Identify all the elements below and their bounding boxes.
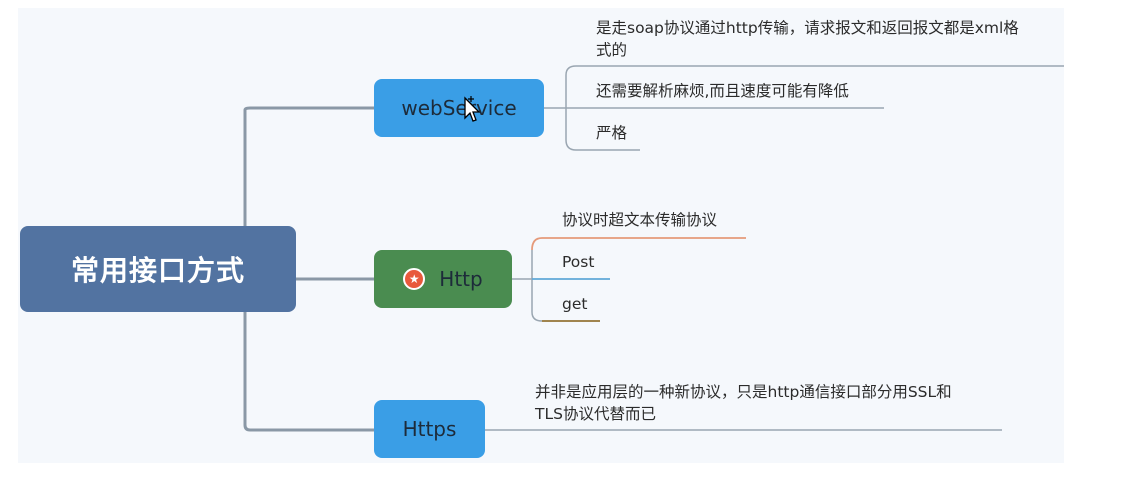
leaf-http-3[interactable]: get (562, 295, 588, 313)
connector-ws-leaves (544, 75, 640, 151)
root-label: 常用接口方式 (70, 254, 245, 287)
node-http-label: Http (439, 267, 483, 291)
underline-ws-1 (565, 65, 1064, 76)
node-webservice-label: webService (401, 96, 517, 120)
star-icon: ★ (403, 268, 426, 290)
leaf-ws-1[interactable]: 是走soap协议通过http传输，请求报文和返回报文都是xml格 式的 (596, 17, 1019, 61)
node-https[interactable]: Https (374, 400, 485, 458)
node-https-label: Https (402, 417, 457, 441)
connector-http-leaves (512, 250, 600, 322)
leaf-http-2[interactable]: Post (562, 253, 595, 271)
leaf-ws-3[interactable]: 严格 (596, 124, 628, 142)
root-node[interactable]: 常用接口方式 (20, 226, 296, 312)
move-cursor-icon (464, 96, 481, 122)
connector-trunk-lower (243, 312, 374, 432)
leaf-https-1[interactable]: 并非是应用层的一种新协议，只是http通信接口部分用SSL和 TLS协议代替而已 (535, 381, 952, 425)
leaf-http-1[interactable]: 协议时超文本传输协议 (562, 211, 718, 229)
leaf-ws-2[interactable]: 还需要解析麻烦,而且速度可能有降低 (596, 82, 849, 100)
leaf-ws-1-line-2: 式的 (596, 41, 628, 59)
connector-trunk (243, 106, 374, 226)
node-webservice[interactable]: webService (374, 79, 544, 137)
leaf-https-1-line-1: 并非是应用层的一种新协议，只是http通信接口部分用SSL和 (535, 383, 952, 401)
leaf-ws-1-line-1: 是走soap协议通过http传输，请求报文和返回报文都是xml格 (596, 19, 1019, 37)
node-http[interactable]: ★ Http (374, 250, 512, 308)
underline-http-1 (531, 237, 746, 251)
leaf-https-1-line-2: TLS协议代替而已 (535, 405, 656, 423)
